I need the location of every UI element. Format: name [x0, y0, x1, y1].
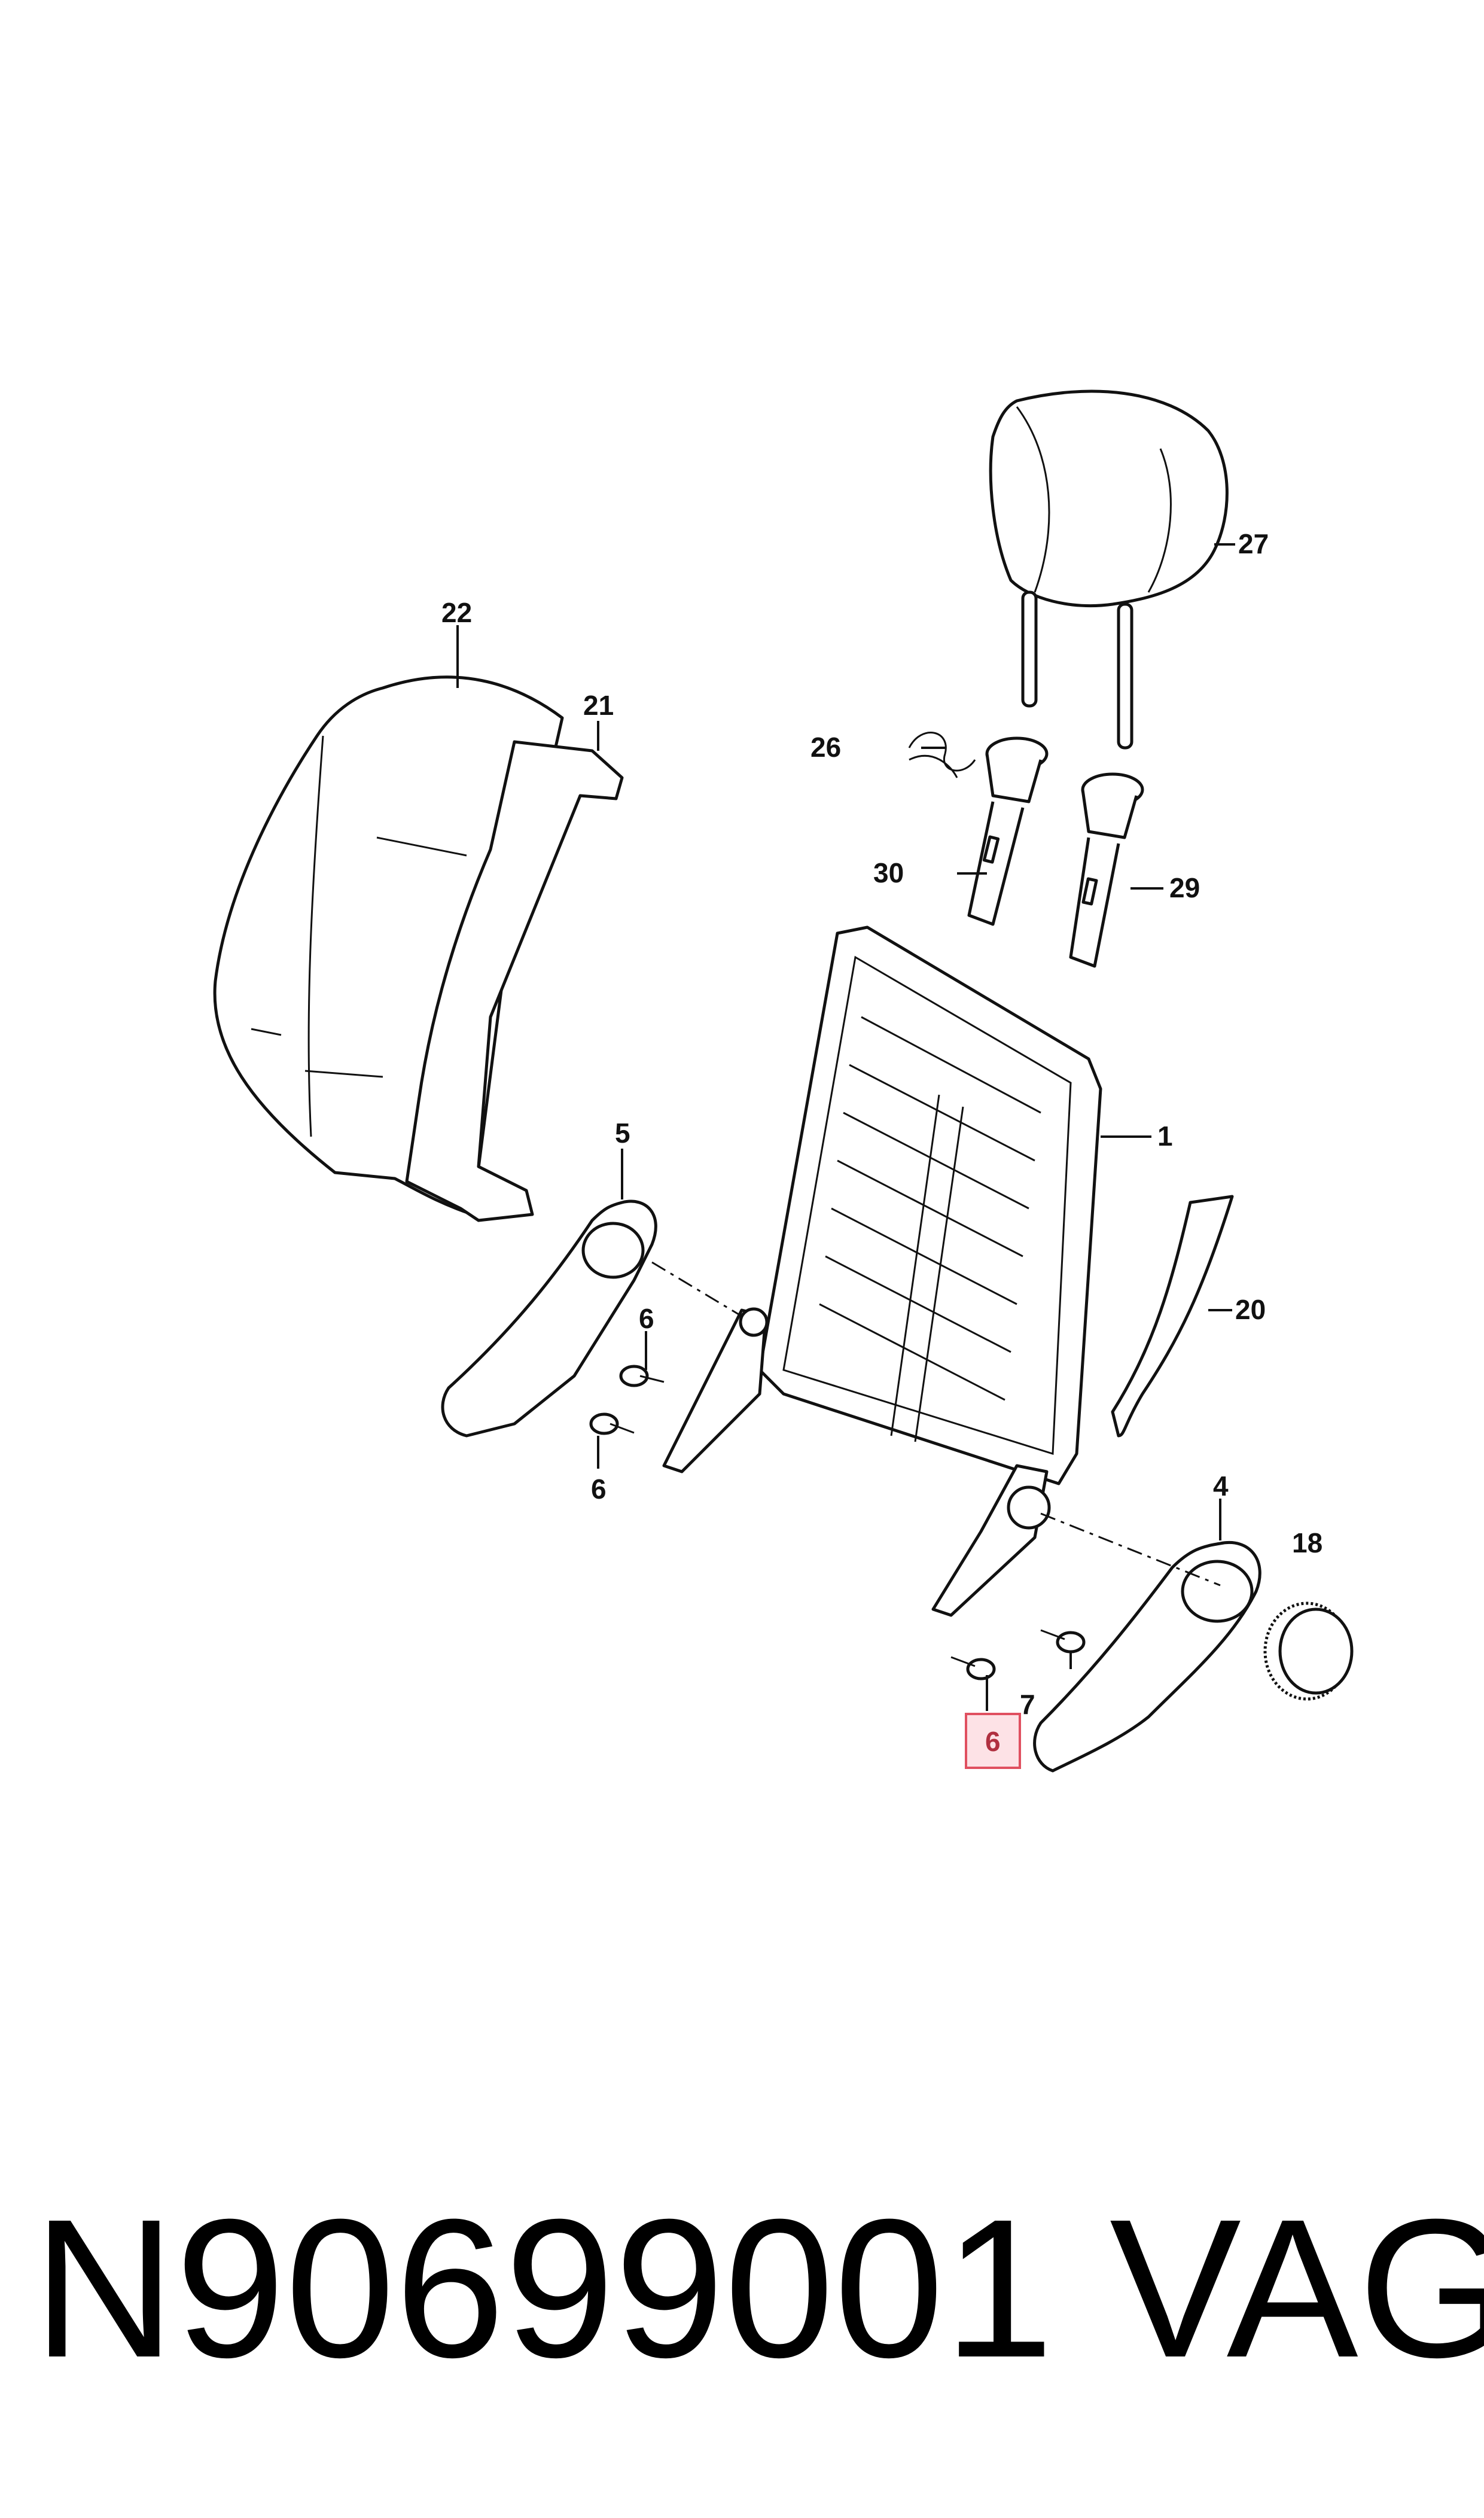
leader-lines: [456, 543, 1235, 1711]
callout-27: 27: [1238, 528, 1269, 559]
callout-22: 22: [441, 597, 472, 628]
callout-20: 20: [1235, 1294, 1266, 1325]
headrest: [989, 389, 1229, 750]
frame-springs: [819, 1016, 1041, 1442]
callout-6-highlighted: 6: [985, 1726, 1001, 1757]
recliner-knob: [1263, 1601, 1354, 1701]
callout-26: 26: [810, 732, 841, 763]
brand-name: VAG: [1110, 2178, 1484, 2398]
callout-5: 5: [615, 1118, 630, 1149]
left-hinge-cover: [441, 1199, 657, 1438]
highlight-box: [965, 1713, 1021, 1769]
headrest-guide-left: [967, 736, 1049, 926]
callout-21: 21: [583, 690, 614, 721]
axis-right: [1040, 1512, 1221, 1587]
callout-29: 29: [1169, 872, 1200, 903]
callout-30: 30: [873, 857, 904, 888]
callout-18: 18: [1292, 1527, 1323, 1558]
callout-6-left-lower: 6: [591, 1473, 607, 1505]
bolt-left-lower: [589, 1412, 635, 1435]
right-hinge-cover: [1033, 1541, 1261, 1773]
part-number: N90699001: [33, 2178, 1054, 2398]
backrest-side-panel: [405, 740, 624, 1222]
callout-labels: 22 21 27 26 30 29 1 5 20 6 6 4 18 7 6: [441, 528, 1323, 1757]
seat-backrest-exploded-diagram: 22 21 27 26 30 29 1 5 20 6 6 4 18 7 6: [213, 389, 1354, 1773]
backrest-frame: [662, 925, 1102, 1617]
callout-6-left-upper: 6: [639, 1303, 654, 1334]
spring-clip: [908, 732, 976, 778]
callout-7: 7: [1020, 1689, 1035, 1720]
callout-4: 4: [1213, 1470, 1229, 1502]
headrest-guide-right: [1069, 772, 1144, 968]
axis-left: [651, 1261, 742, 1317]
callout-1: 1: [1157, 1121, 1173, 1152]
bolt-right-7: [1040, 1629, 1086, 1654]
bolt-left-upper: [619, 1365, 665, 1387]
bolt-right-6: [950, 1656, 996, 1680]
trim-strip: [1111, 1195, 1234, 1438]
